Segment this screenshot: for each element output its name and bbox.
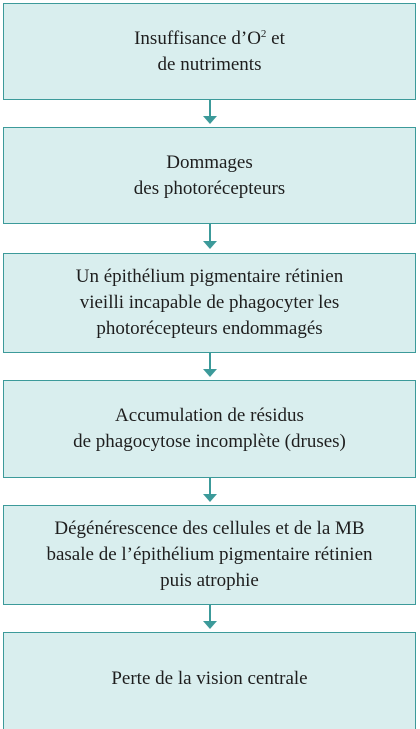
step-1-line-2: de nutriments: [157, 53, 262, 75]
step-4-line-1: Accumulation de résidus: [115, 405, 304, 426]
step-3-line-1: Un épithélium pigmentaire rétinien: [75, 266, 344, 287]
arrow-4-5: [203, 478, 217, 502]
arrow-1-2: [203, 100, 217, 124]
step-2-text: Dommages des photorécepteurs: [134, 150, 285, 202]
arrow-2-3: [203, 224, 217, 249]
step-6-box: Perte de la vision centrale: [3, 632, 416, 729]
step-1-text: Insuffisance d’O2 et de nutriments: [134, 26, 285, 78]
step-4-line-2: de phagocytose incomplète (druses): [73, 431, 346, 452]
arrow-5-6: [203, 605, 217, 629]
step-3-line-2: vieilli incapable de phagocyter les: [79, 292, 340, 313]
step-5-box: Dégénérescence des cellules et de la MB …: [3, 505, 416, 605]
step-1-line-1: Insuffisance d’O2 et: [134, 27, 285, 49]
step-3-line-3: photorécepteurs endommagés: [96, 318, 323, 339]
step-5-line-1: Dégénérescence des cellules et de la MB: [54, 518, 365, 539]
step-2-line-2: des photorécepteurs: [133, 177, 286, 199]
step-5-line-3: puis atrophie: [160, 570, 259, 591]
step-5-text: Dégénérescence des cellules et de la MB …: [46, 516, 372, 594]
step-1-box: Insuffisance d’O2 et de nutriments: [3, 3, 416, 100]
step-6-text: Perte de la vision centrale: [111, 666, 307, 692]
step-2-box: Dommages des photorécepteurs: [3, 127, 416, 224]
step-3-text: Un épithélium pigmentaire rétinien vieil…: [76, 264, 344, 342]
step-6-line-1: Perte de la vision centrale: [111, 668, 308, 689]
step-3-box: Un épithélium pigmentaire rétinien vieil…: [3, 253, 416, 353]
step-4-text: Accumulation de résidus de phagocytose i…: [73, 403, 346, 455]
step-4-box: Accumulation de résidus de phagocytose i…: [3, 380, 416, 478]
step-2-line-1: Dommages: [166, 151, 253, 173]
arrow-3-4: [203, 353, 217, 377]
superscript-2: 2: [260, 27, 267, 40]
step-5-line-2: basale de l’épithélium pigmentaire rétin…: [46, 544, 373, 565]
